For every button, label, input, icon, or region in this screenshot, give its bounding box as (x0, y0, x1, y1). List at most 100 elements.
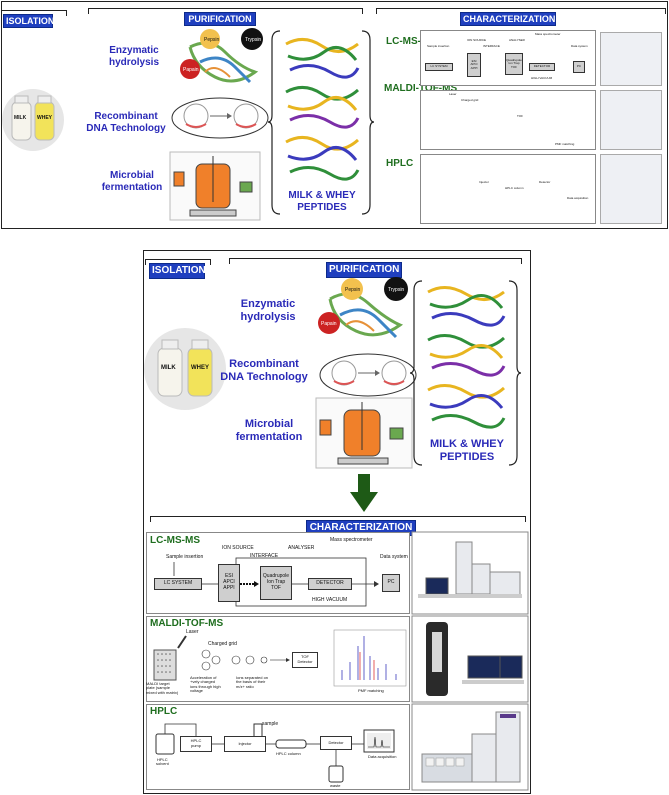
lcms-ion-source: ION SOURCE (222, 545, 254, 551)
hplc-label: HPLC (150, 706, 178, 717)
bottom-peptides-label: MILK & WHEY PEPTIDES (422, 438, 512, 464)
top-recombinant-line1: Recombinant (94, 111, 158, 122)
top-hplc-label: HPLC (386, 158, 414, 169)
top-peptides-line1: MILK & WHEY (288, 190, 356, 201)
top-isolation-header: ISOLATION (3, 14, 54, 28)
maldi-tof-line2: Detector (297, 659, 313, 664)
top-lcms-detector: DETECTOR (529, 63, 555, 71)
maldi-sep-line3: m/z+ ratio (236, 683, 254, 689)
top-hplc-instrument (600, 154, 662, 224)
lcms-detector-box: DETECTOR (308, 578, 352, 590)
hplc-solvent-line1: HPLC (157, 757, 168, 762)
top-pepsin-text: Pepsin (204, 37, 220, 43)
top-maldi-grid: Charged grid (461, 98, 479, 102)
top-recombinant-label: Recombinant DNA Technology (80, 111, 172, 134)
top-maldi-instrument (600, 90, 662, 150)
maldi-sep-label: Ions separated on the basis of their m/z… (236, 675, 268, 689)
top-peptide-bracket-right (361, 30, 375, 215)
lcms-ion-trap: Ion Trap (266, 579, 286, 586)
hplc-instrument-photo (411, 703, 529, 791)
lcms-high-vacuum: HIGH VACUUM (312, 597, 348, 603)
bottom-peptide-chains (427, 286, 506, 429)
hplc-sample-label: sample (262, 721, 279, 727)
bottom-microbial-line2: fermentation (235, 430, 303, 443)
lcms-data-system: Data system (380, 554, 408, 560)
bottom-microbial-label: Microbial fermentation (226, 418, 312, 443)
bottom-pepsin-text: Pepsin (345, 287, 361, 293)
lcms-instrument-photo (411, 531, 529, 615)
top-bottles-image (2, 89, 64, 151)
top-maldi-label: MALDI-TOF-MS (384, 83, 458, 94)
maldi-accel-line1: Acceleration of (190, 675, 217, 680)
top-lcms-label: LC-MS-MS (386, 36, 436, 47)
bottom-milk-label: MILK (161, 365, 176, 371)
hplc-detector-box: Detector (320, 736, 352, 750)
bottom-peptides-line1: MILK & WHEY (430, 438, 504, 450)
hplc-column-label: HPLC column (276, 751, 301, 756)
top-peptide-chains (285, 38, 360, 181)
bottom-peptide-bracket-left (409, 280, 423, 466)
top-microbial-label: Microbial fermentation (92, 170, 172, 193)
top-fermenter-image (169, 151, 261, 221)
bottom-peptide-bracket-right (508, 280, 522, 466)
top-hplc-injector: Injector (479, 180, 489, 184)
top-lcms-datasystem: Data system (571, 44, 588, 48)
maldi-label: MALDI-TOF-MS (150, 618, 224, 629)
lcms-sample-insertion: Sample insertion (166, 554, 204, 560)
lcms-label: LC-MS-MS (150, 535, 200, 546)
top-lcms-analyser-box: Quadrupole Ion Trap TOF (505, 53, 523, 75)
top-maldi-laser: Laser (449, 92, 457, 96)
top-lcms-diagram: Sample insertion ION SOURCE INTERFACE AN… (420, 30, 596, 86)
top-recombinant-line2: DNA Technology (86, 122, 166, 134)
lcms-pc-box: PC (382, 574, 400, 592)
lcms-apci: APCI (223, 579, 235, 586)
top-maldi-diagram: Laser Charged grid TOF PMF matching (420, 90, 596, 150)
maldi-accel-line3: ions through high (190, 683, 221, 689)
maldi-plate-line1: MALDI target (146, 681, 170, 686)
top-lcms-tof: TOF (511, 64, 517, 69)
top-plasmid-image (171, 97, 269, 139)
bottom-trypsin-text: Trypsin (388, 287, 404, 293)
lcms-quadrupole: Quadrupole (262, 573, 290, 580)
top-lcms-pc: PC (573, 61, 585, 73)
top-enzymatic-label: Enzymatic hydrolysis (108, 45, 160, 68)
top-characterization-header: CHARACTERIZATION (460, 12, 556, 26)
lcms-analyser: ANALYSER (288, 545, 315, 551)
maldi-tof-line1: TOF (301, 654, 309, 660)
maldi-laser: Laser (186, 629, 199, 635)
maldi-charged-grid: Charged grid (208, 641, 237, 647)
bottom-recombinant-label: Recombinant DNA Technology (214, 358, 314, 383)
top-peptide-bracket-left (267, 30, 281, 215)
hplc-injector-box: Injector (224, 736, 266, 752)
top-lcms-interface: INTERFACE (483, 44, 500, 48)
bottom-whey-label: WHEY (191, 365, 209, 371)
bottom-characterization-bracket (150, 516, 526, 522)
top-hplc-diagram: Injector HPLC column Detector Data acqui… (420, 154, 596, 224)
top-lcms-massspec: Mass spectrometer (535, 32, 561, 36)
bottom-recombinant-line1: Recombinant (229, 358, 299, 370)
hplc-pump-box: HPLC pump (180, 736, 212, 752)
top-peptides-label: MILK & WHEY PEPTIDES (282, 190, 362, 214)
maldi-accel-label: Acceleration of +vely charged ions throu… (190, 675, 221, 694)
lcms-esi: ESI (224, 573, 234, 580)
top-lcms-source-box: ESI APCI APPI (467, 53, 481, 77)
top-lcms-instrument (600, 32, 662, 86)
hplc-waste-label: waste (330, 783, 341, 788)
top-hplc-detector: Detector (539, 180, 551, 184)
top-trypsin-text: Trypsin (245, 37, 261, 43)
top-milk-label: MILK (14, 115, 27, 121)
lcms-interface: INTERFACE (250, 553, 279, 559)
bottom-fermenter-image (315, 397, 413, 469)
lcms-appi: APPI (223, 584, 235, 591)
top-microbial-line2: fermentation (101, 181, 163, 193)
top-papain-text: Papain (183, 67, 199, 73)
top-whey-label: WHEY (37, 115, 52, 121)
hplc-solvent-line2: solvent (156, 761, 169, 767)
bottom-bottles-image (144, 328, 226, 410)
bottom-isolation-bracket (145, 259, 211, 265)
top-lcms-analyser: ANALYSER (509, 38, 525, 42)
bottom-microbial-line1: Microbial (244, 418, 294, 430)
bottom-papain-text: Papain (321, 321, 337, 327)
top-hplc-acq: Data acquisition (567, 196, 589, 200)
top-enzyme-image: Pepsin Trypsin Papain (180, 28, 263, 84)
